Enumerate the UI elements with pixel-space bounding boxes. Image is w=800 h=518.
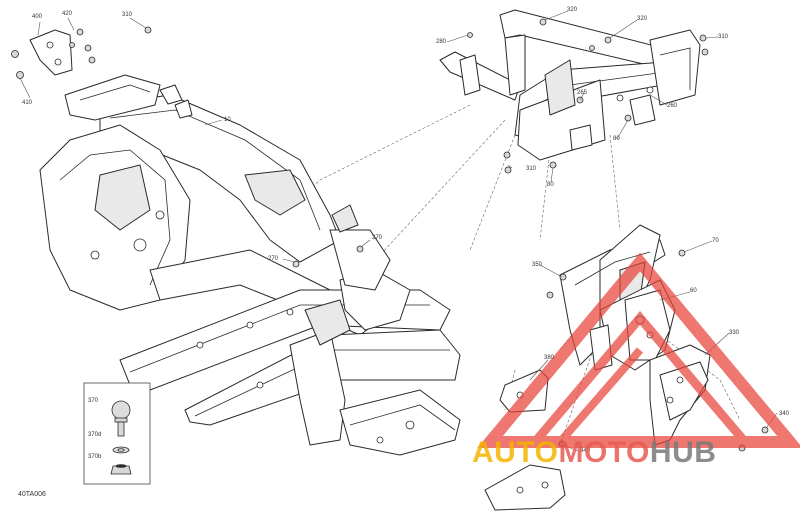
watermark-hub: HUB (649, 436, 717, 469)
callout-310-rear: 310 (718, 34, 729, 40)
fasteners-270 (292, 245, 364, 268)
callout-320-right: 320 (637, 16, 648, 22)
watermark-auto: AUTO (472, 436, 559, 469)
callout-410: 410 (22, 100, 33, 106)
callout-60: 60 (690, 288, 697, 294)
drawing-code: 40TA006 (18, 491, 46, 498)
bracket-part-330 (649, 344, 711, 446)
callout-270-left: 270 (268, 256, 279, 262)
callout-340-right: 340 (779, 411, 790, 417)
callout-70: 70 (712, 238, 719, 244)
callout-370b: 370b (88, 454, 102, 460)
callout-370d: 370d (88, 432, 102, 438)
callout-270-right: 270 (372, 235, 383, 241)
callout-330: 330 (729, 330, 740, 336)
callout-10: 10 (224, 117, 231, 123)
callout-260: 260 (667, 103, 678, 109)
callout-320-top: 320 (567, 7, 578, 13)
watermark-moto: MOTO (558, 436, 650, 469)
bracket-part-400 (29, 29, 73, 76)
callout-350: 350 (532, 262, 543, 268)
callout-310-lower: 310 (526, 166, 537, 172)
fasteners-top-left (11, 26, 152, 79)
callout-265: 265 (577, 90, 588, 96)
callout-leaders (19, 10, 778, 452)
watermark-logo: AUTOMOTOHUB (472, 436, 716, 470)
callout-340-bottom: 340 (580, 448, 591, 454)
hitch-ball (111, 400, 131, 420)
callout-420: 420 (62, 11, 73, 17)
fasteners-rear-subframe (467, 18, 709, 174)
callout-280: 280 (436, 39, 447, 45)
bottom-plate-part-340 (484, 464, 566, 511)
callout-80-lower: 80 (547, 182, 554, 188)
callout-80-upper: 80 (613, 136, 620, 142)
watermark-triangle (477, 252, 800, 448)
callout-380: 380 (544, 355, 555, 361)
callout-400: 400 (32, 14, 43, 20)
fasteners-hitch (546, 249, 686, 299)
hitch-ball-kit-370 (83, 382, 151, 485)
rear-subframe-part-260 (439, 9, 701, 161)
callout-370: 370 (88, 398, 99, 404)
callout-310-top-left: 310 (122, 12, 133, 18)
main-frame-part-10 (39, 74, 461, 456)
